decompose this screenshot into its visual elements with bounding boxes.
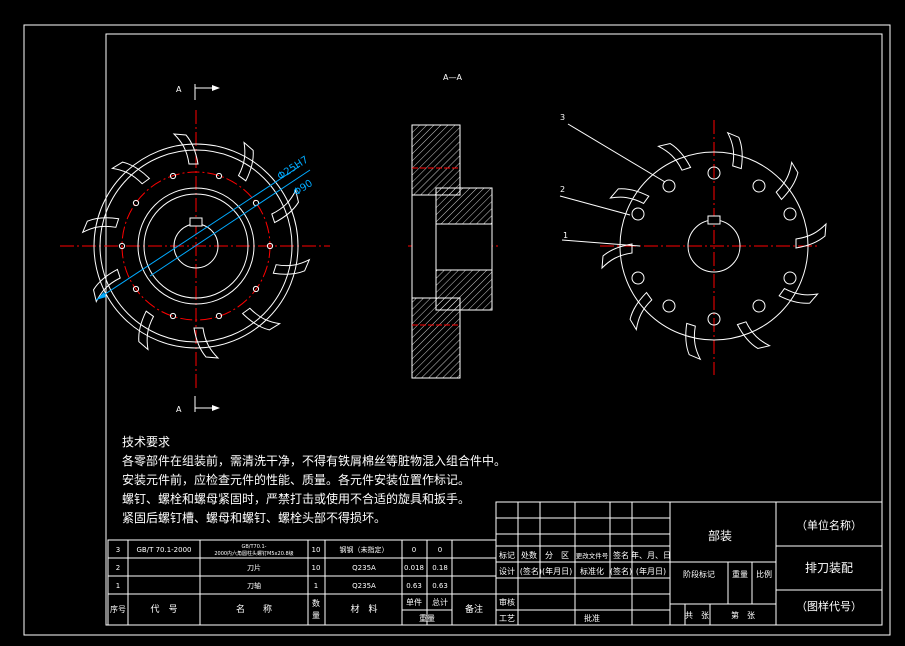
tech-line: 紧固后螺钉槽、螺母和螺钉、螺栓头部不得损坏。 bbox=[122, 511, 387, 525]
title-block bbox=[495, 501, 883, 626]
bom-header-unit: 单件 bbox=[406, 597, 422, 607]
unit-name: （单位名称） bbox=[796, 518, 862, 532]
section-mark-top: A bbox=[176, 85, 182, 94]
bom-text: 3 GB/T 70.1-2000 GB/T70.1- 2000内六角圆柱头螺钉M… bbox=[110, 544, 483, 623]
tech-line: 螺钉、螺栓和螺母紧固时，严禁打击或使用不合适的旋具和扳手。 bbox=[122, 492, 471, 506]
dimension-phi-25h7: Φ25H7 bbox=[276, 155, 311, 183]
bom-no: 2 bbox=[116, 564, 120, 572]
bom-total-mass: 0.18 bbox=[432, 564, 448, 572]
bom-header-mass: 重量 bbox=[419, 613, 435, 623]
bom-name: 刀轴 bbox=[247, 581, 261, 590]
bom-name: 2000内六角圆柱头螺钉M5x20.8级 bbox=[214, 550, 293, 557]
section-view: A—A bbox=[408, 73, 498, 379]
tech-title: 技术要求 bbox=[122, 435, 171, 449]
front-view: A A bbox=[60, 84, 330, 414]
tb-design: 设计 bbox=[499, 566, 515, 576]
bom-unit-mass: 0.63 bbox=[406, 582, 422, 590]
tb-standard: 标准化 bbox=[580, 566, 604, 576]
drawing-name: 排刀装配 bbox=[805, 561, 853, 575]
bom-header-qty: 数 bbox=[312, 598, 320, 608]
bom-material: Q235A bbox=[352, 564, 376, 572]
tb-docno: 更改文件号 bbox=[576, 551, 609, 560]
callout-2: 2 bbox=[560, 185, 565, 194]
bom-name: GB/T70.1- bbox=[242, 544, 267, 550]
bom-header-total: 总计 bbox=[432, 597, 448, 607]
bom-name: 刀片 bbox=[247, 563, 261, 572]
bom-total-mass: 0.63 bbox=[432, 582, 448, 590]
callout-3: 3 bbox=[560, 113, 565, 122]
tb-craft: 工艺 bbox=[499, 614, 515, 623]
tech-line: 安装元件前，应检查元件的性能、质量。各元件安装位置作标记。 bbox=[122, 473, 471, 487]
tb-zone: 分 区 bbox=[545, 551, 569, 560]
bom-total-mass: 0 bbox=[438, 546, 442, 554]
outer-frame bbox=[23, 24, 891, 636]
bom-unit-mass: 0 bbox=[412, 546, 416, 554]
tech-line: 各零部件在组装前，需清洗干净，不得有铁屑棉丝等脏物混入组合件中。 bbox=[122, 454, 507, 468]
tb-date: 年、月、日 bbox=[631, 550, 671, 560]
tb-sheets-total: 共 张 bbox=[685, 611, 709, 620]
drawing-type: 部装 bbox=[708, 528, 732, 543]
inner-frame bbox=[105, 33, 883, 626]
bom-no: 1 bbox=[116, 582, 120, 590]
bom-header-no: 序号 bbox=[110, 604, 126, 614]
bom-qty: 10 bbox=[312, 546, 321, 554]
callout-1: 1 bbox=[563, 231, 568, 240]
bom-header-name: 名 称 bbox=[236, 603, 272, 615]
tb-date2: (年月日) bbox=[636, 566, 666, 576]
tb-sign: 签名 bbox=[613, 550, 629, 560]
bom-qty: 1 bbox=[314, 582, 318, 590]
tb-sign-date: (签名)(年月日) bbox=[520, 566, 572, 576]
title-block-text: 部装 （单位名称） 排刀装配 （图样代号） 标记 处数 分 区 更改文件号 签名… bbox=[499, 518, 862, 623]
drawing-code: （图样代号） bbox=[796, 599, 862, 613]
bom-no: 3 bbox=[116, 546, 120, 554]
bom-unit-mass: 0.018 bbox=[404, 564, 424, 572]
tb-sheet-no: 第 张 bbox=[731, 610, 755, 620]
bom-qty: 10 bbox=[312, 564, 321, 572]
bom-header-material: 材 料 bbox=[350, 603, 377, 615]
section-mark-bottom: A bbox=[176, 405, 182, 414]
bom-header-remark: 备注 bbox=[465, 603, 483, 615]
tb-sign2: (签名) bbox=[610, 566, 632, 576]
bom-material: Q235A bbox=[352, 582, 376, 590]
tb-check: 审核 bbox=[499, 597, 515, 607]
bom-header-qty: 量 bbox=[312, 611, 320, 620]
tb-mark: 标记 bbox=[499, 550, 515, 560]
tb-weight: 重量 bbox=[732, 569, 748, 579]
side-view: 3 2 1 bbox=[559, 113, 827, 375]
tb-approve: 批准 bbox=[584, 613, 600, 623]
tb-count: 处数 bbox=[521, 550, 537, 560]
bom-header-code: 代 号 bbox=[150, 604, 177, 615]
bom-table bbox=[107, 539, 497, 626]
tb-stage: 阶段标记 bbox=[683, 569, 715, 579]
section-title: A—A bbox=[443, 73, 462, 82]
bom-material: 钢钢（未指定） bbox=[340, 545, 389, 554]
tb-scale: 比例 bbox=[756, 569, 772, 579]
dimension-phi-90: Φ90 bbox=[292, 178, 315, 198]
bom-code: GB/T 70.1-2000 bbox=[136, 546, 191, 554]
